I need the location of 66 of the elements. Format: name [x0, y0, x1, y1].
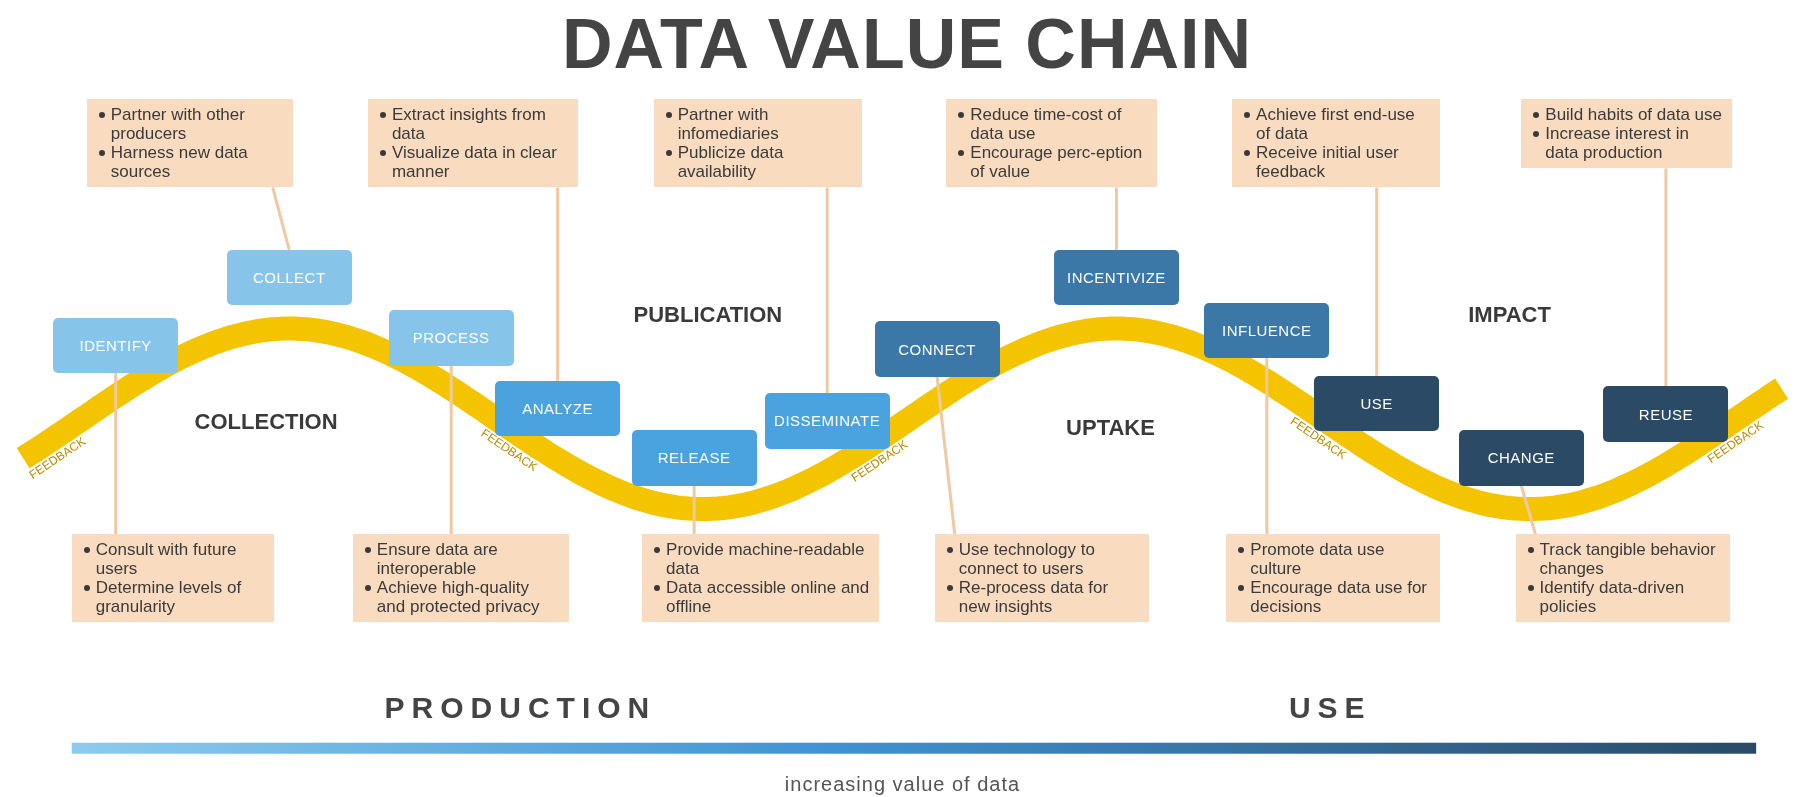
- leader-line: [935, 376, 957, 535]
- wave-segment: RELEASE: [631, 430, 757, 486]
- wave-segment: IDENTIFY: [53, 317, 179, 374]
- section-label: PUBLICATION: [633, 301, 783, 328]
- bullet-text: Data accessible online and offline: [666, 578, 870, 617]
- leader-line: [1664, 168, 1668, 387]
- leader-line: [1265, 358, 1269, 535]
- bullet-text: Provide machine-readable data: [666, 540, 865, 579]
- bullet-text: Harness new data sources: [110, 143, 248, 182]
- callout-box: [642, 534, 880, 623]
- bullet-text: Encourage data use for decisions: [1250, 578, 1428, 617]
- wave-segment: INFLUENCE: [1204, 302, 1330, 359]
- wave-segment: CHANGE: [1458, 430, 1584, 486]
- wave-segment: CONNECT: [874, 321, 1000, 377]
- wave-segment: COLLECT: [226, 249, 352, 306]
- bullet-text: Determine levels of granularity: [95, 578, 242, 617]
- leader-line: [1114, 187, 1118, 250]
- phase-label: USE: [1288, 691, 1372, 725]
- bullet-text: Build habits of data use: [1545, 105, 1723, 125]
- leader-line: [1519, 485, 1537, 535]
- wave-segment: PROCESS: [388, 310, 514, 366]
- callout-box: [367, 99, 579, 188]
- callout-box: [946, 99, 1157, 188]
- callout-box: [653, 99, 862, 188]
- callout-box: [1521, 99, 1732, 169]
- phase-label: PRODUCTION: [384, 691, 657, 725]
- bullet-text: Increase interest in data production: [1545, 124, 1689, 163]
- section-label: IMPACT: [1468, 301, 1551, 328]
- section-label: COLLECTION: [194, 409, 338, 436]
- section-label: UPTAKE: [1066, 415, 1155, 442]
- leader-line: [271, 187, 291, 251]
- callout-box: [86, 99, 293, 188]
- callout-box: [71, 534, 275, 623]
- bullet-text: Partner with other producers: [110, 105, 245, 144]
- callout-box: [1232, 99, 1441, 188]
- callout-box: [1515, 534, 1730, 623]
- wave-segment: REUSE: [1603, 386, 1729, 442]
- bullet-text: Re-process data for new insights: [958, 578, 1109, 617]
- title: DATA VALUE CHAIN: [561, 4, 1253, 84]
- leader-line: [114, 373, 118, 535]
- leader-line: [1375, 187, 1379, 376]
- callout-box: [352, 534, 570, 623]
- bullet-text: Ensure data are interoperable: [376, 540, 498, 579]
- bullet-text: Extract insights from data: [391, 105, 546, 144]
- leader-line: [692, 485, 696, 535]
- axis-caption: increasing value of data: [784, 772, 1021, 796]
- bullet-text: Identify data-driven policies: [1539, 578, 1685, 617]
- leader-line: [825, 187, 829, 393]
- bullet-text: Achieve first end-use of data: [1256, 105, 1415, 144]
- bullet-text: Publicize data availability: [677, 143, 784, 182]
- callout-box: [1226, 534, 1441, 623]
- bullet-text: Track tangible behavior changes: [1539, 540, 1716, 579]
- leader-line: [556, 187, 560, 381]
- callout-box: [934, 534, 1149, 623]
- bullet-text: Promote data use culture: [1250, 540, 1385, 579]
- wave-segment: DISSEMINATE: [764, 393, 890, 449]
- wave-segment: INCENTIVIZE: [1053, 249, 1179, 306]
- bullet-text: Encourage perc-eption of value: [970, 143, 1143, 182]
- leader-line: [449, 365, 453, 535]
- bullet-text: Achieve high-quality and protected privacy: [376, 578, 540, 617]
- bullet-text: Consult with future users: [95, 540, 237, 579]
- bullet-text: Reduce time-cost of data use: [970, 105, 1122, 144]
- bullet-text: Use technology to connect to users: [958, 540, 1095, 579]
- bullet-text: Partner with infomediaries: [677, 105, 779, 144]
- bullet-text: Visualize data in clear manner: [391, 143, 557, 182]
- bullet-text: Receive initial user feedback: [1256, 143, 1399, 182]
